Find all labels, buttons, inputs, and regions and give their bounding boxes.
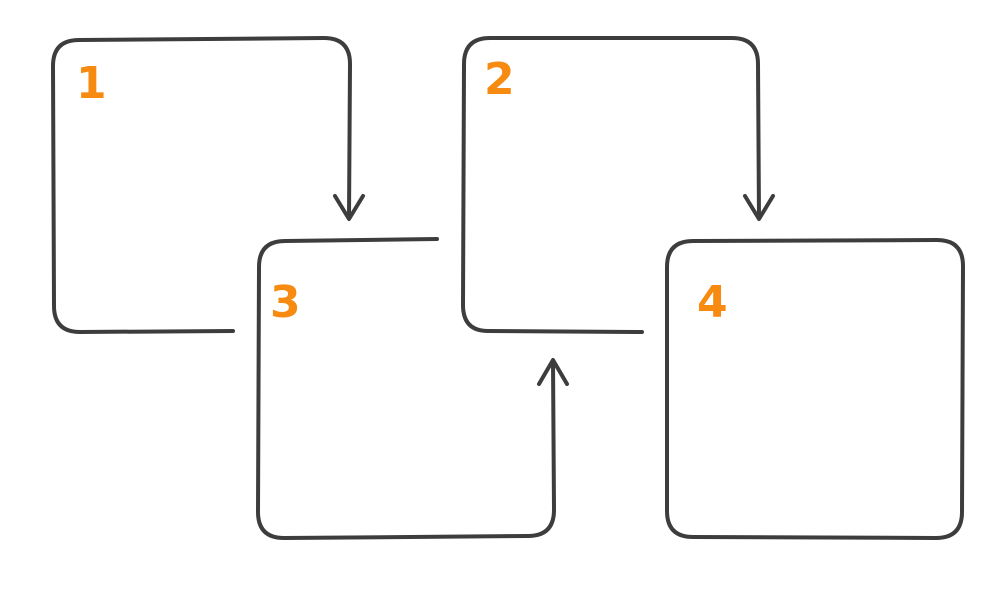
- step-number-4: 4: [697, 277, 728, 328]
- step-number-2: 2: [484, 54, 515, 105]
- step-number-1: 1: [76, 58, 107, 109]
- step-number-3: 3: [270, 277, 301, 328]
- box-3-outline: [256, 237, 556, 540]
- arrow-up-icon: [537, 358, 569, 386]
- box-4-outline: [665, 238, 965, 540]
- arrow-down-icon: [743, 194, 775, 221]
- box-2-outline: [461, 36, 761, 334]
- arrow-down-icon: [333, 194, 365, 221]
- box-1-outline: [51, 36, 352, 334]
